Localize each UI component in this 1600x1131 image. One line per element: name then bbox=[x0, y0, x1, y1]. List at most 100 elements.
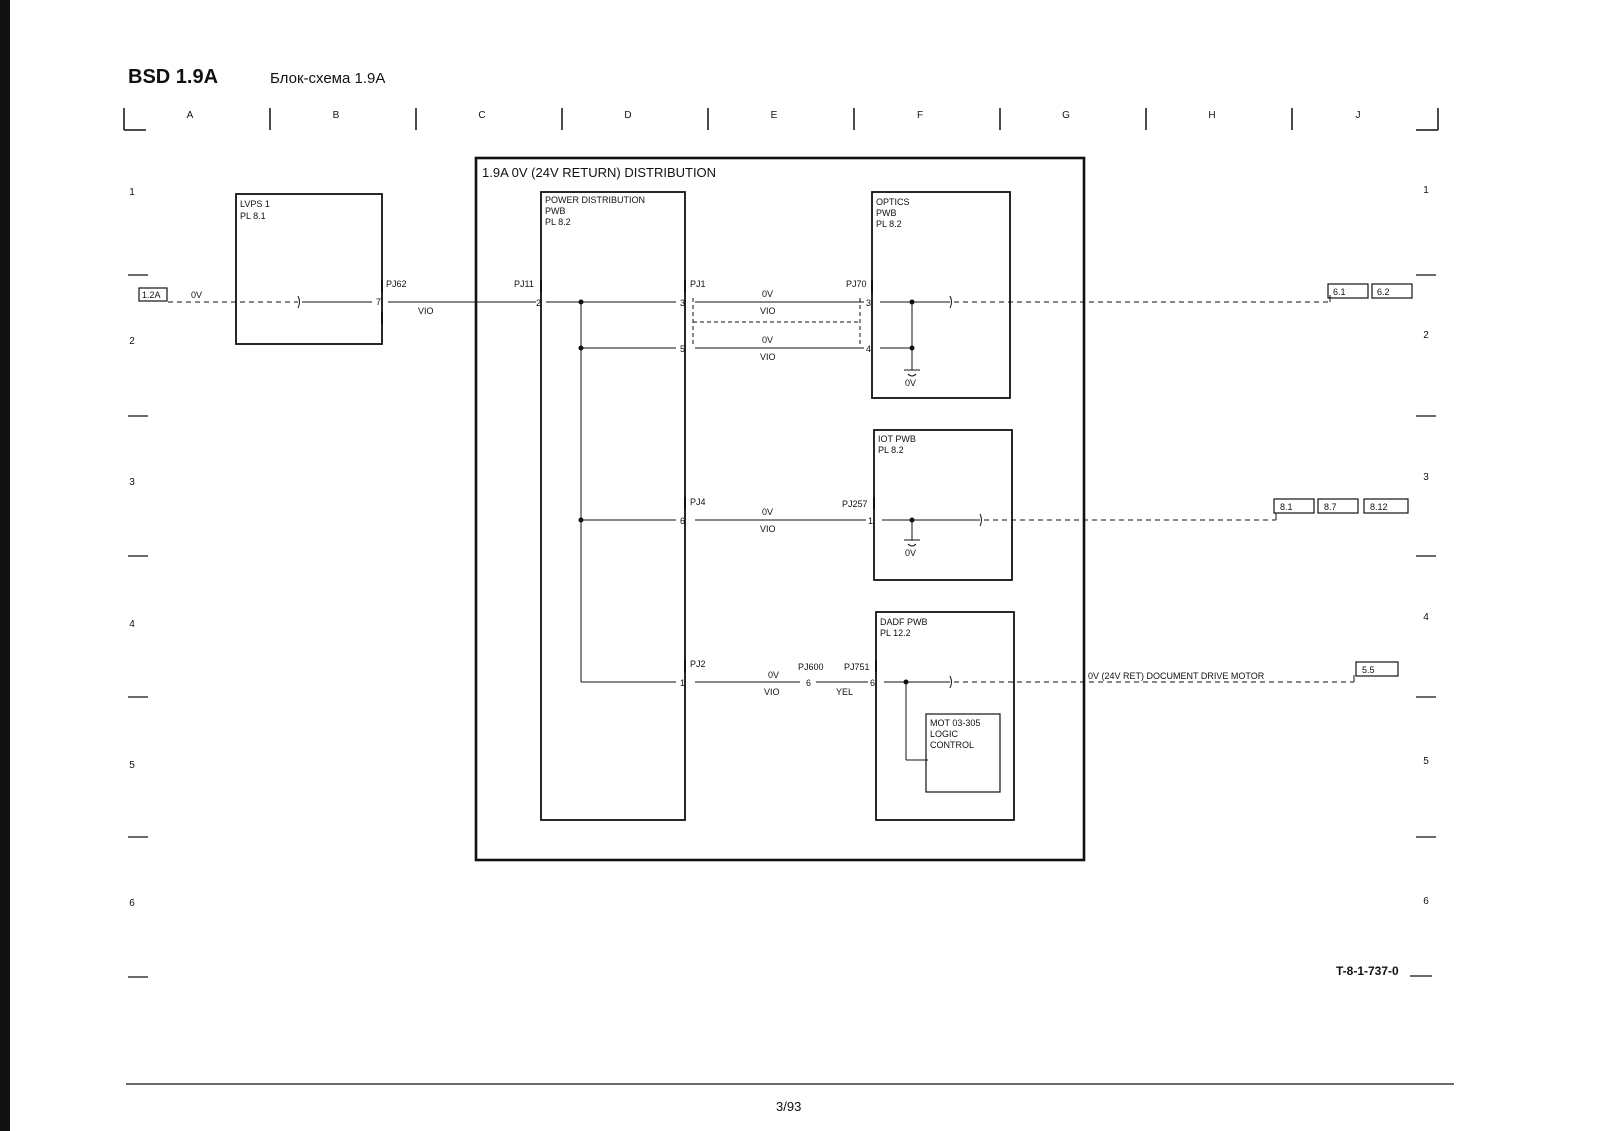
pj1-wire-b: VIO bbox=[760, 352, 776, 362]
dadf-pl: PL 12.2 bbox=[880, 628, 911, 638]
col-label-a: A bbox=[187, 110, 194, 121]
outer-distribution-block bbox=[474, 156, 1086, 862]
ref-box-5-5 bbox=[1355, 661, 1399, 677]
optics-pin-3: 3 bbox=[866, 298, 871, 308]
mot-logic-control bbox=[925, 713, 1001, 793]
outer-block-title: 1.9A 0V (24V RETURN) DISTRIBUTION bbox=[482, 165, 716, 180]
pj600-pin: 6 bbox=[806, 678, 811, 688]
row-grid bbox=[128, 274, 1436, 978]
iot-pl: PL 8.2 bbox=[878, 445, 904, 455]
junction-dot bbox=[578, 345, 584, 351]
pj257-connector: PJ257 bbox=[842, 499, 868, 509]
lvps-name: LVPS 1 bbox=[240, 199, 270, 209]
power-distribution-pwb bbox=[540, 191, 686, 821]
pj11-connector: PJ11 bbox=[514, 279, 534, 289]
row-label-5-left: 5 bbox=[129, 760, 135, 771]
ref-box-8-12 bbox=[1363, 498, 1409, 514]
pj2-pin: 1 bbox=[680, 678, 685, 688]
pj2-signal: 0V bbox=[768, 670, 779, 680]
pj4-pin: 6 bbox=[680, 516, 685, 526]
lvps-wire-color: VIO bbox=[418, 306, 434, 316]
pj751-connector: PJ751 bbox=[844, 662, 870, 672]
ref-8-12: 8.12 bbox=[1370, 502, 1388, 512]
pj4-wire: VIO bbox=[760, 524, 776, 534]
optics-pin-4: 4 bbox=[866, 344, 871, 354]
document-id: T-8-1-737-0 bbox=[1336, 964, 1399, 978]
mot-line-2: LOGIC bbox=[930, 729, 959, 739]
scan-binding-edge bbox=[0, 0, 10, 1131]
col-label-h: H bbox=[1208, 110, 1215, 121]
row-label-4-left: 4 bbox=[129, 619, 135, 630]
pdb-sub: PWB bbox=[545, 206, 566, 216]
col-label-j: J bbox=[1356, 110, 1361, 121]
column-grid bbox=[123, 108, 1439, 131]
optics-name: OPTICS bbox=[876, 197, 910, 207]
col-label-d: D bbox=[624, 110, 631, 121]
ref-6-1: 6.1 bbox=[1333, 287, 1346, 297]
ref-box-8-7 bbox=[1317, 498, 1359, 514]
ref-8-7: 8.7 bbox=[1324, 502, 1337, 512]
junction-dot bbox=[578, 299, 584, 305]
ref-box-6-1 bbox=[1327, 283, 1369, 299]
col-label-c: C bbox=[478, 110, 485, 121]
page-number: 3/93 bbox=[776, 1099, 802, 1114]
lvps-pin: 7 bbox=[376, 297, 381, 307]
pj1-signal-b: 0V bbox=[762, 335, 773, 345]
ref-box-6-2 bbox=[1371, 283, 1413, 299]
mot-line-3: CONTROL bbox=[930, 740, 974, 750]
bsd-title: Блок-схема 1.9A bbox=[270, 70, 386, 87]
source-signal: 0V bbox=[191, 290, 202, 300]
lvps-block bbox=[235, 193, 383, 345]
pj4-signal: 0V bbox=[762, 507, 773, 517]
ref-box-8-1 bbox=[1273, 498, 1315, 514]
row-label-3-right: 3 bbox=[1423, 472, 1429, 483]
source-ref: 1.2A bbox=[142, 290, 161, 300]
pj11-pin: 2 bbox=[536, 298, 541, 308]
dadf-pwb bbox=[875, 611, 1015, 821]
pdb-name: POWER DISTRIBUTION bbox=[545, 195, 645, 205]
optics-sub: PWB bbox=[876, 208, 897, 218]
optics-pl: PL 8.2 bbox=[876, 219, 902, 229]
pj1-wire-a: VIO bbox=[760, 306, 776, 316]
ref-5-5: 5.5 bbox=[1362, 665, 1375, 675]
iot-name: IOT PWB bbox=[878, 434, 916, 444]
pj600-connector: PJ600 bbox=[798, 662, 824, 672]
col-label-f: F bbox=[917, 110, 923, 121]
optics-ground: 0V bbox=[905, 378, 916, 388]
ref-6-2: 6.2 bbox=[1377, 287, 1390, 297]
optics-pwb bbox=[871, 191, 1011, 399]
pj600-wire: YEL bbox=[836, 687, 853, 697]
row-label-6-right: 6 bbox=[1423, 896, 1429, 907]
pj2-wire: VIO bbox=[764, 687, 780, 697]
row-label-5-right: 5 bbox=[1423, 756, 1429, 767]
ref-8-1: 8.1 bbox=[1280, 502, 1293, 512]
row-label-1-right: 1 bbox=[1423, 185, 1429, 196]
row-label-4-right: 4 bbox=[1423, 612, 1429, 623]
row-label-3-left: 3 bbox=[129, 477, 135, 488]
pj1-pin-5: 5 bbox=[680, 344, 685, 354]
row-label-6-left: 6 bbox=[129, 898, 135, 909]
source-ref-box bbox=[138, 287, 168, 302]
col-label-e: E bbox=[771, 110, 778, 121]
iot-pin: 1 bbox=[868, 516, 873, 526]
row-label-2-right: 2 bbox=[1423, 330, 1429, 341]
dadf-out-label: 0V (24V RET) DOCUMENT DRIVE MOTOR bbox=[1088, 671, 1265, 681]
row-label-1-left: 1 bbox=[129, 187, 135, 198]
pj1-signal-a: 0V bbox=[762, 289, 773, 299]
ground-icon bbox=[904, 369, 920, 377]
mot-line-1: MOT 03-305 bbox=[930, 718, 980, 728]
pj2-connector: PJ2 bbox=[690, 659, 706, 669]
junction-dot bbox=[909, 299, 915, 305]
pj70-connector: PJ70 bbox=[846, 279, 867, 289]
dadf-pin: 6 bbox=[870, 678, 875, 688]
dadf-name: DADF PWB bbox=[880, 617, 928, 627]
row-label-2-left: 2 bbox=[129, 336, 135, 347]
lvps-connector: PJ62 bbox=[386, 279, 407, 289]
junction-dot bbox=[909, 345, 915, 351]
iot-ground: 0V bbox=[905, 548, 916, 558]
junction-dot bbox=[578, 517, 584, 523]
ground-icon bbox=[904, 539, 920, 547]
col-label-g: G bbox=[1062, 110, 1070, 121]
bsd-code: BSD 1.9A bbox=[128, 66, 219, 88]
